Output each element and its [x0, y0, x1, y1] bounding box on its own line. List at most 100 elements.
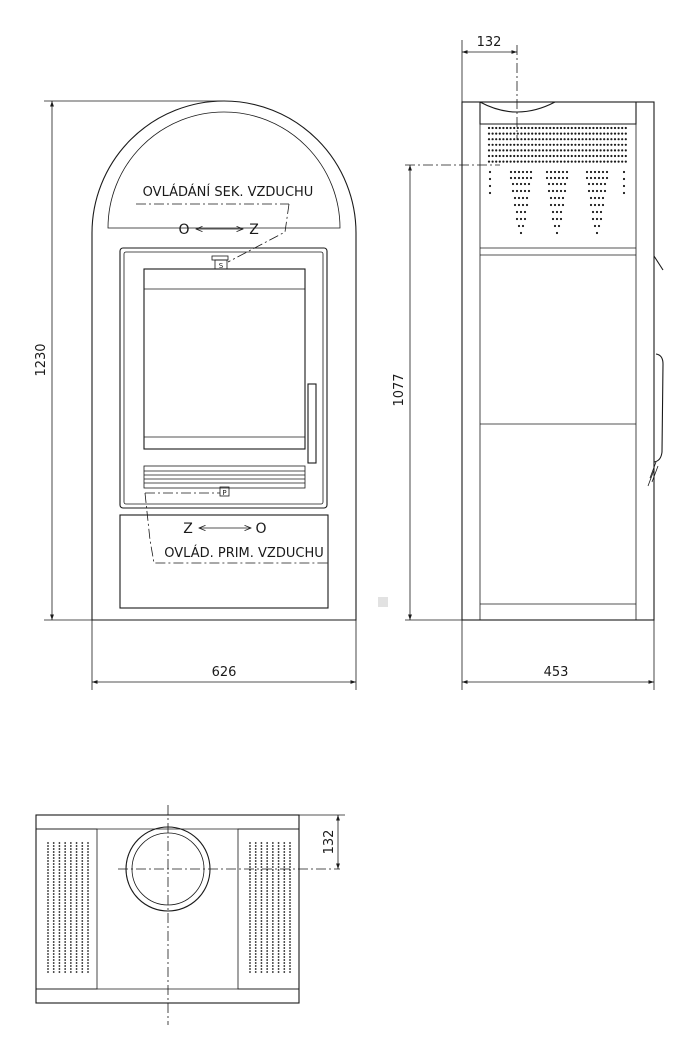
- vent-hole: [58, 881, 61, 883]
- vent-hole: [81, 965, 84, 967]
- vent-hole: [87, 896, 89, 898]
- vent-hole: [64, 968, 67, 970]
- vent-hole: [538, 132, 541, 135]
- vent-hole: [81, 884, 84, 886]
- vent-hole: [271, 965, 274, 967]
- vent-hole: [52, 842, 55, 844]
- front-top-panel: [107, 111, 341, 229]
- vent-hole: [597, 196, 601, 200]
- vent-hole: [283, 962, 286, 964]
- vent-hole: [545, 132, 548, 135]
- vent-hole: [520, 138, 523, 141]
- vent-hole: [69, 935, 72, 937]
- vent-hole: [254, 962, 257, 964]
- vent-hole: [266, 860, 269, 862]
- vent-hole: [553, 203, 557, 207]
- vent-hole: [271, 884, 274, 886]
- vent-hole: [87, 959, 89, 961]
- vent-hole: [534, 154, 537, 158]
- vent-hole: [585, 160, 588, 163]
- vent-hole: [283, 863, 286, 865]
- vent-hole: [505, 149, 509, 152]
- vent-hole: [260, 860, 263, 862]
- vent-hole: [47, 845, 49, 847]
- vent-hole: [47, 875, 49, 877]
- vent-hole: [556, 143, 559, 146]
- vent-hole: [552, 126, 555, 130]
- vent-hole: [289, 968, 291, 970]
- vent-hole: [52, 926, 55, 928]
- vent-hole: [557, 176, 561, 180]
- vent-hole: [525, 176, 529, 180]
- vent-hole: [557, 224, 561, 228]
- vent-hole: [266, 917, 269, 919]
- vent-hole: [87, 872, 89, 874]
- vent-hole: [87, 854, 89, 856]
- secondary-open-label: O: [178, 222, 189, 238]
- vent-hole: [516, 149, 519, 152]
- vent-hole: [249, 908, 251, 910]
- vent-hole: [553, 176, 557, 180]
- vent-hole: [64, 890, 67, 892]
- vent-hole: [561, 170, 565, 174]
- vent-hole: [260, 902, 263, 904]
- primary-close-label: Z: [183, 521, 193, 537]
- vent-hole: [52, 917, 55, 919]
- vent-hole: [266, 851, 269, 853]
- vent-hole: [605, 176, 609, 180]
- vent-hole: [527, 189, 531, 193]
- vent-hole: [260, 887, 263, 889]
- vent-hole: [260, 944, 263, 946]
- vent-hole: [58, 851, 61, 853]
- vent-hole: [527, 126, 530, 130]
- vent-hole: [516, 143, 519, 146]
- secondary-air-label: OVLÁDÁNÍ SEK. VZDUCHU: [143, 184, 314, 200]
- vent-hole: [271, 917, 274, 919]
- vent-hole: [75, 911, 78, 913]
- vent-hole: [509, 126, 512, 130]
- vent-hole: [588, 126, 591, 130]
- vent-hole: [559, 217, 563, 221]
- vent-hole: [254, 908, 257, 910]
- vent-hole: [266, 875, 269, 877]
- vent-hole: [289, 848, 291, 850]
- vent-hole: [599, 143, 602, 146]
- vent-hole: [289, 914, 291, 916]
- top-view: 132: [35, 805, 345, 1025]
- vent-hole: [509, 160, 512, 163]
- vent-hole: [289, 941, 291, 943]
- vent-hole: [69, 869, 72, 871]
- vent-hole: [621, 143, 624, 146]
- vent-hole: [527, 138, 530, 141]
- vent-hole: [525, 203, 529, 207]
- vent-hole: [624, 138, 627, 141]
- vent-hole: [87, 923, 89, 925]
- vent-hole: [75, 851, 78, 853]
- vent-hole: [52, 878, 55, 880]
- vent-hole: [58, 932, 61, 934]
- vent-hole: [289, 917, 291, 919]
- vent-hole: [513, 170, 517, 174]
- vent-hole: [519, 189, 523, 193]
- vent-hole: [593, 224, 597, 228]
- vent-hole: [47, 893, 49, 895]
- vent-hole: [47, 911, 49, 913]
- vent-hole: [254, 923, 257, 925]
- vent-hole: [254, 866, 257, 868]
- vent-hole: [610, 160, 613, 163]
- vent-hole: [505, 160, 509, 163]
- vent-hole: [595, 154, 599, 158]
- front-width-value: 626: [212, 665, 237, 680]
- vent-hole: [81, 953, 84, 955]
- vent-hole: [75, 944, 78, 946]
- vent-hole: [47, 851, 49, 853]
- vent-hole: [277, 938, 280, 940]
- vent-hole: [271, 944, 274, 946]
- vent-hole: [606, 132, 609, 135]
- vent-hole: [289, 893, 291, 895]
- vent-hole: [47, 944, 49, 946]
- vent-hole: [271, 935, 274, 937]
- vent-hole: [277, 926, 280, 928]
- vent-hole: [254, 935, 257, 937]
- vent-hole: [87, 902, 89, 904]
